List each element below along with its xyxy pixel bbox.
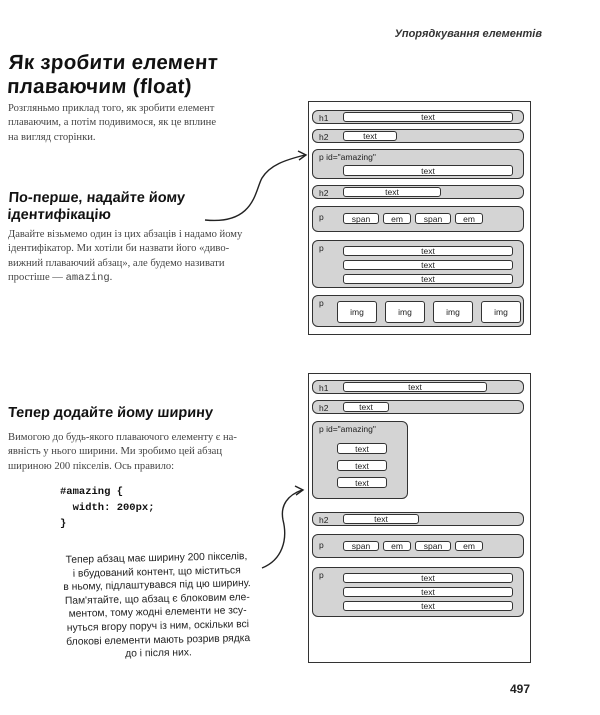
img-box: img xyxy=(385,301,425,323)
css-code-block: #amazing { width: 200px;} xyxy=(60,484,155,532)
p-tag: p xyxy=(319,243,324,253)
code-line: width: 200px; xyxy=(60,502,155,514)
text-box: text xyxy=(343,382,487,392)
diagram-after: h1 text h2 text p id="amazing" text text… xyxy=(308,373,531,663)
text-box: text xyxy=(343,573,513,583)
code-word-amazing: amazing xyxy=(65,272,110,285)
h2-tag: h2 xyxy=(319,515,329,525)
text-box: text xyxy=(337,477,387,488)
row-p-images: p img img img img xyxy=(312,295,524,327)
step1-line: Давайте візьмемо один із цих абзаців і н… xyxy=(8,229,243,240)
h1-tag: h1 xyxy=(319,383,329,393)
code-line: } xyxy=(60,518,67,530)
text-box: text xyxy=(343,165,513,176)
row-h2: h2 text xyxy=(312,400,524,414)
row-p-amazing-200px: p id="amazing" text text text xyxy=(312,421,408,499)
text-box: text xyxy=(337,460,387,471)
text-box: text xyxy=(343,402,389,412)
step2-paragraph: Вимогою до будь-якого плаваючого елемент… xyxy=(8,431,293,474)
row-p-inline: p span em span em xyxy=(312,534,524,558)
row-h1: h1 text xyxy=(312,110,524,124)
text-box: text xyxy=(343,601,513,611)
intro-paragraph: Розгляньмо приклад того, як зробити елем… xyxy=(8,102,278,145)
span-box: span xyxy=(343,541,379,551)
running-head: Упорядкування елементів xyxy=(394,28,542,40)
h2-tag: h2 xyxy=(319,188,329,198)
diagram-before: h1 text h2 text p id="amazing" text h2 t… xyxy=(308,101,531,335)
row-p-text: p text text text xyxy=(312,567,524,617)
code-line: #amazing { xyxy=(60,486,124,498)
intro-line: Розгляньмо приклад того, як зробити елем… xyxy=(8,103,215,114)
text-box: text xyxy=(343,246,513,256)
text-box: text xyxy=(343,187,441,197)
step2-line: шириною 200 пікселів. Ось правило: xyxy=(8,460,175,472)
arrow-to-diagram-2 xyxy=(261,489,303,569)
step1-line: вижний плаваючий абзац», але будемо нази… xyxy=(8,257,225,269)
p-tag: p xyxy=(319,298,324,308)
span-box: span xyxy=(415,541,451,551)
span-box: span xyxy=(343,213,379,224)
p-tag: p xyxy=(319,212,324,222)
step1-line-text: простіше — xyxy=(8,272,63,284)
img-box: img xyxy=(433,301,473,323)
step1-line: ідентифікатор. Ми хотіли би назвати його… xyxy=(8,243,230,255)
text-box: text xyxy=(337,443,387,454)
row-p-inline: p span em span em xyxy=(312,206,524,232)
step1-paragraph: Давайте візьмемо один із цих абзаців і н… xyxy=(8,228,293,286)
text-box: text xyxy=(343,587,513,597)
arrowhead-1 xyxy=(297,150,308,161)
span-box: span xyxy=(415,213,451,224)
step1-line: простіше — amazing. xyxy=(8,271,293,285)
arrow-to-diagram-1 xyxy=(204,154,306,222)
p-amazing-tag: p id="amazing" xyxy=(319,424,376,434)
row-p-amazing: p id="amazing" text xyxy=(312,149,524,179)
h1-tag: h1 xyxy=(319,113,329,123)
step1-period: . xyxy=(109,272,113,284)
p-tag: p xyxy=(319,540,324,550)
img-box: img xyxy=(337,301,377,323)
img-box: img xyxy=(481,301,521,323)
row-p-text: p text text text xyxy=(312,240,524,288)
h2-tag: h2 xyxy=(319,403,329,413)
row-h2: h2 text xyxy=(312,512,524,526)
intro-line: на вигляд сторінки. xyxy=(8,131,96,143)
row-h1: h1 text xyxy=(312,380,524,394)
text-box: text xyxy=(343,514,419,524)
text-box: text xyxy=(343,260,513,270)
row-h2: h2 text xyxy=(312,129,524,143)
em-box: em xyxy=(383,541,411,551)
page-number: 497 xyxy=(509,682,530,696)
em-box: em xyxy=(455,213,483,224)
row-h2: h2 text xyxy=(312,185,524,199)
p-amazing-tag: p id="amazing" xyxy=(319,152,376,162)
text-box: text xyxy=(343,112,513,122)
h2-tag: h2 xyxy=(319,132,329,142)
em-box: em xyxy=(455,541,483,551)
step2-line: Вимогою до будь-якого плаваючого елемент… xyxy=(8,432,237,443)
em-box: em xyxy=(383,213,411,224)
text-box: text xyxy=(343,131,397,141)
text-box: text xyxy=(343,274,513,284)
p-tag: p xyxy=(319,570,324,580)
intro-line: плаваючим, а потім подивимося, як це впл… xyxy=(8,117,217,129)
arrowhead-2 xyxy=(294,485,305,496)
step2-line: явність у нього ширини. Ми зробимо цей а… xyxy=(8,446,223,458)
